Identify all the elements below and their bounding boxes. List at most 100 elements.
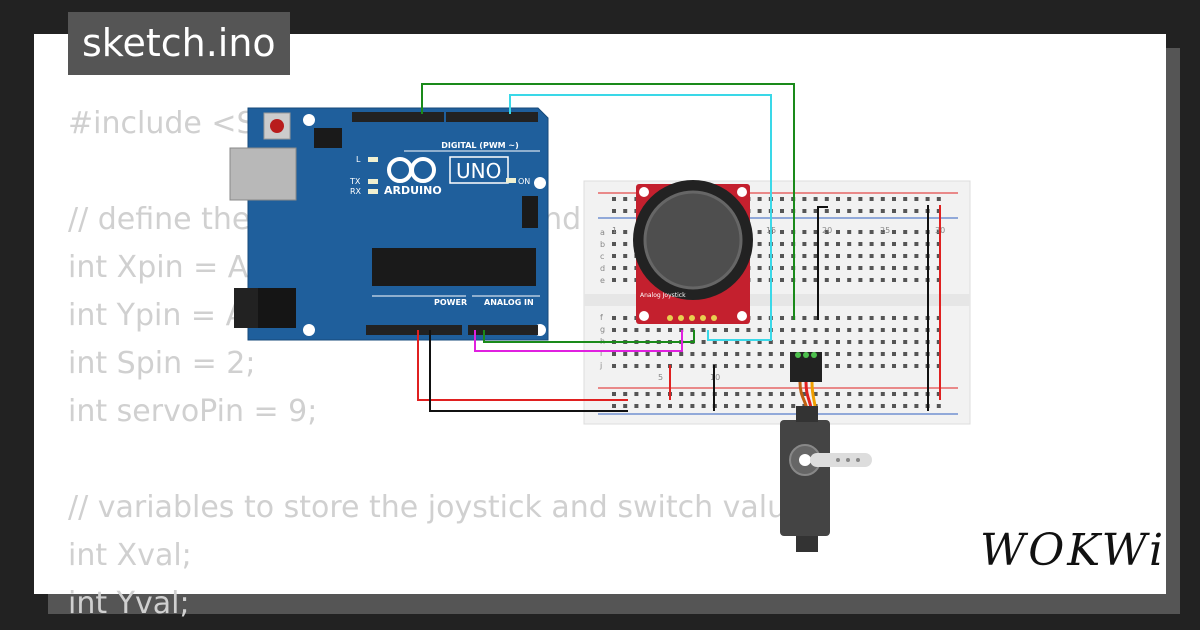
breadboard-hole	[690, 404, 695, 408]
analog-label: ANALOG IN	[484, 298, 534, 307]
breadboard-hole	[903, 352, 908, 356]
breadboard-hole	[679, 352, 684, 356]
breadboard-hole	[836, 278, 840, 282]
breadboard-hole	[724, 328, 728, 332]
bb-row-label: c	[600, 252, 604, 261]
breadboard-hole	[690, 392, 695, 396]
file-tab[interactable]: sketch.ino	[68, 12, 290, 75]
breadboard-hole	[869, 340, 874, 344]
breadboard-hole	[936, 230, 941, 234]
breadboard-hole	[780, 197, 784, 201]
breadboard-hole	[612, 278, 616, 282]
mounting-hole	[534, 177, 546, 189]
breadboard-hole	[824, 404, 829, 408]
servo-motor[interactable]	[780, 352, 872, 552]
bb-row-label: a	[600, 228, 605, 237]
bb-col-label: 1	[612, 226, 617, 235]
servo-horn[interactable]	[810, 453, 872, 467]
breadboard-hole	[858, 392, 863, 396]
breadboard-hole	[802, 266, 807, 270]
breadboard-hole	[768, 392, 773, 396]
wire-black[interactable]	[429, 330, 628, 412]
breadboard-hole	[880, 209, 885, 213]
breadboard-hole	[623, 352, 628, 356]
breadboard-hole	[802, 230, 807, 234]
breadboard-hole	[623, 266, 628, 270]
breadboard-hole	[757, 242, 762, 246]
breadboard-hole	[836, 230, 840, 234]
breadboard-hole	[824, 316, 829, 320]
breadboard-hole	[903, 242, 908, 246]
breadboard-hole	[623, 404, 628, 408]
wire-black-2[interactable]	[817, 206, 828, 320]
analog-joystick[interactable]: Analog Joystick	[633, 180, 753, 324]
breadboard-hole	[836, 209, 840, 213]
breadboard-hole	[701, 340, 706, 344]
breadboard-hole	[869, 364, 874, 368]
breadboard-hole	[824, 340, 829, 344]
wire-green[interactable]	[421, 83, 795, 320]
analog-header[interactable]	[468, 325, 538, 335]
breadboard-hole	[612, 328, 616, 332]
breadboard-hole	[824, 242, 829, 246]
wire-magenta[interactable]	[474, 330, 683, 352]
breadboard-hole	[690, 364, 695, 368]
breadboard-hole	[780, 404, 784, 408]
breadboard-hole	[813, 392, 818, 396]
infinity-logo	[387, 157, 436, 183]
breadboard-hole	[925, 197, 930, 201]
breadboard-hole	[645, 352, 650, 356]
arduino-uno-board[interactable]: DIGITAL (PWM ~) ARDUINO UNO L TX RX ON P…	[229, 107, 549, 341]
breadboard-hole	[914, 266, 919, 270]
breadboard-hole	[623, 209, 628, 213]
breadboard-hole	[780, 352, 784, 356]
wire-red[interactable]	[417, 330, 628, 401]
breadboard-hole	[623, 242, 628, 246]
breadboard-hole	[914, 197, 919, 201]
breadboard-hole	[757, 328, 762, 332]
breadboard-hole	[892, 364, 896, 368]
breadboard-hole	[813, 197, 818, 201]
breadboard-hole	[936, 328, 941, 332]
breadboard-hole	[892, 404, 896, 408]
breadboard-hole	[757, 197, 762, 201]
wire-cyan[interactable]	[509, 94, 772, 341]
breadboard-hole	[802, 209, 807, 213]
breadboard-hole	[802, 316, 807, 320]
reset-button-cap[interactable]	[270, 119, 284, 133]
breadboard-hole	[903, 266, 908, 270]
icsp-header	[314, 128, 342, 148]
breadboard-hole	[802, 340, 807, 344]
breadboard-hole	[914, 230, 919, 234]
breadboard-hole	[712, 328, 717, 332]
breadboard-hole	[903, 209, 908, 213]
breadboard-hole	[791, 340, 796, 344]
breadboard-hole	[813, 230, 818, 234]
breadboard-hole	[836, 242, 840, 246]
breadboard-hole	[656, 404, 661, 408]
breadboard-hole	[847, 328, 852, 332]
breadboard-hole	[656, 328, 661, 332]
bb-col-label: 10	[710, 373, 720, 382]
digital-header-right[interactable]	[446, 112, 538, 122]
bb-row-label: d	[600, 264, 605, 273]
breadboard-hole	[880, 340, 885, 344]
breadboard-hole	[903, 230, 908, 234]
joystick-label: Analog Joystick	[640, 292, 686, 299]
breadboard-hole	[802, 197, 807, 201]
breadboard-hole	[724, 340, 728, 344]
breadboard-hole	[892, 340, 896, 344]
wire-green-2[interactable]	[483, 330, 695, 343]
digital-header-left[interactable]	[352, 112, 444, 122]
power-header[interactable]	[366, 325, 462, 335]
arduino-model: UNO	[456, 159, 501, 183]
breadboard-hole	[858, 328, 863, 332]
breadboard-hole	[858, 340, 863, 344]
breadboard-hole	[847, 242, 852, 246]
breadboard-hole	[869, 209, 874, 213]
breadboard-hole	[936, 404, 941, 408]
breadboard-hole	[746, 364, 751, 368]
breadboard-hole	[712, 352, 717, 356]
joystick-knob[interactable]	[643, 190, 743, 290]
